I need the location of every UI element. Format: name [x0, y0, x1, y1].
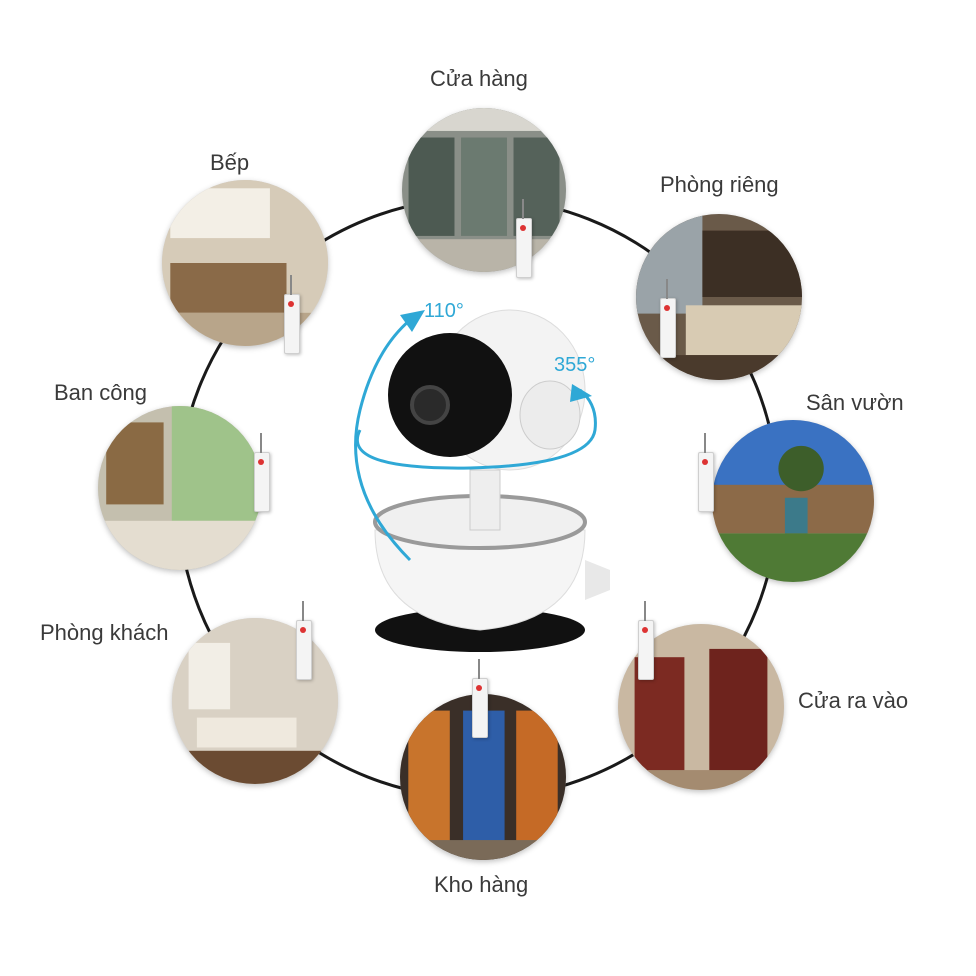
- door-sensor-icon: [660, 279, 676, 358]
- label-ban-cong: Ban công: [54, 380, 147, 405]
- photo-ban-cong: [98, 406, 262, 570]
- tilt-angle-label: 110°: [424, 300, 464, 322]
- door-sensor-icon: [254, 433, 270, 512]
- label-san-vuon: Sân vườn: [806, 390, 904, 415]
- label-phong-khach: Phòng khách: [40, 620, 169, 645]
- door-sensor-icon: [516, 199, 532, 278]
- label-kho-hang: Kho hàng: [434, 872, 529, 897]
- photo-san-vuon: [712, 420, 874, 582]
- door-sensor-icon: [284, 275, 300, 354]
- photo-cua-hang: [402, 108, 566, 272]
- photo-phong-khach: [172, 618, 338, 784]
- arrow-up-icon: [570, 384, 592, 402]
- pan-angle-label: 355°: [554, 354, 596, 376]
- door-sensor-icon: [472, 659, 488, 738]
- label-cua-ra-vao: Cửa ra vào: [798, 688, 909, 713]
- door-sensor-icon: [638, 601, 654, 680]
- label-phong-rieng: Phòng riêng: [660, 172, 779, 197]
- door-sensor-icon: [296, 601, 312, 680]
- label-cua-hang: Cửa hàng: [430, 66, 528, 91]
- photo-bep: [162, 180, 328, 346]
- door-sensor-icon: [698, 433, 714, 512]
- label-bep: Bếp: [210, 150, 250, 175]
- ip-camera-image: [354, 309, 610, 652]
- arrow-up-icon: [400, 310, 425, 332]
